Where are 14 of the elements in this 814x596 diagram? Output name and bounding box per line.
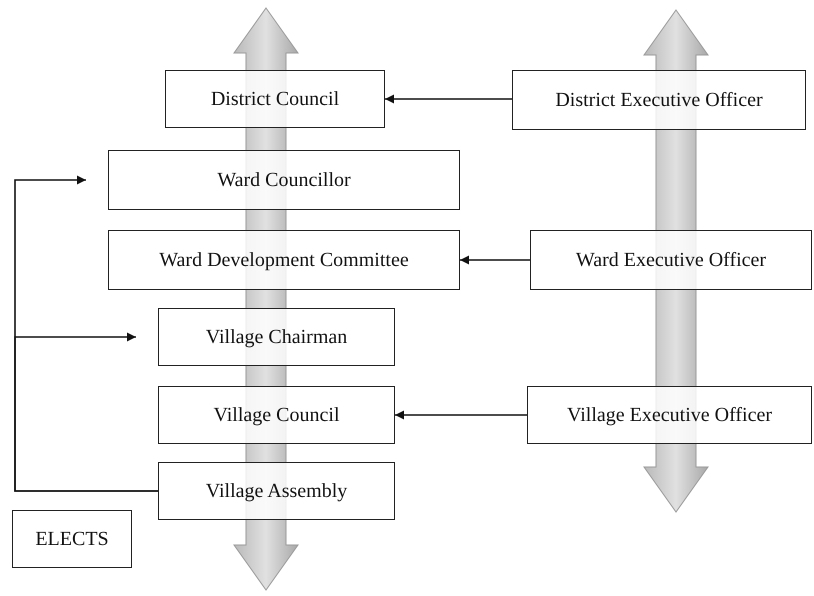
org-box: Village Chairman <box>158 308 395 366</box>
org-box: Ward Development Committee <box>108 230 460 290</box>
org-box: Ward Councillor <box>108 150 460 210</box>
arrow <box>460 256 530 264</box>
arrow <box>395 410 527 420</box>
org-box: Village Executive Officer <box>527 386 812 444</box>
org-box: Ward Executive Officer <box>530 230 812 290</box>
arrow <box>14 332 158 492</box>
org-box: District Executive Officer <box>512 70 806 130</box>
org-box: Village Assembly <box>158 462 395 520</box>
org-box: District Council <box>165 70 385 128</box>
org-box: Village Council <box>158 386 395 444</box>
arrow <box>385 94 512 104</box>
org-box: ELECTS <box>12 510 132 568</box>
